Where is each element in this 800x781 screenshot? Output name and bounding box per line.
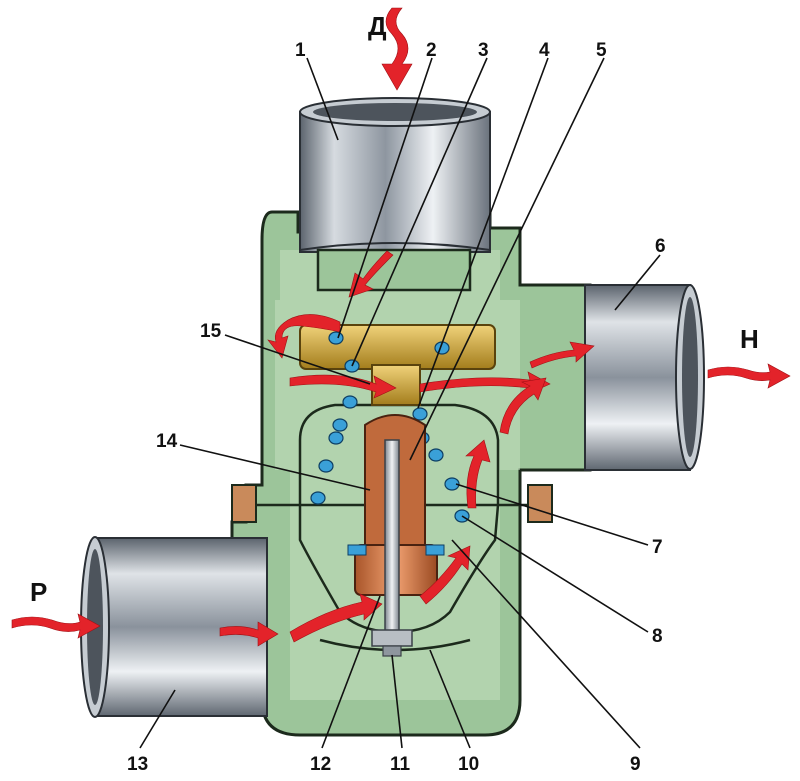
part-label-11: 11 [390,754,411,775]
bypass-valve-plate [299,324,496,370]
part-label-1: 1 [295,40,306,61]
part-label-12: 12 [310,754,331,775]
element-seal-right [425,544,445,556]
part-label-2: 2 [426,40,437,61]
flow-label-top: Д [368,11,387,41]
right-outlet-pipe [584,284,705,471]
part-label-9: 9 [630,754,641,775]
leader-lines [139,57,661,749]
part-label-14: 14 [156,431,178,452]
rod-tip [382,645,402,657]
part-label-4: 4 [539,40,550,61]
part-number-labels: 1 2 3 4 5 6 7 8 9 10 11 12 13 14 15 [127,40,666,775]
coolant-flow-arrows [11,7,791,647]
part-label-5: 5 [596,40,607,61]
piston-rod [384,439,400,651]
element-seal-left [347,544,367,556]
rod-nut [371,629,413,647]
right-flange [527,484,553,523]
flow-label-left: Р [30,577,47,607]
thermostat-cup [298,403,500,505]
top-inlet-pipe [299,97,491,253]
part-label-10: 10 [458,754,479,775]
left-flange [231,484,257,523]
flow-label-right: Н [740,324,759,354]
part-label-6: 6 [655,236,666,257]
part-label-13: 13 [127,754,148,775]
part-label-3: 3 [478,40,489,61]
part-label-8: 8 [652,626,663,647]
part-label-7: 7 [652,537,663,558]
part-label-15: 15 [200,321,222,342]
